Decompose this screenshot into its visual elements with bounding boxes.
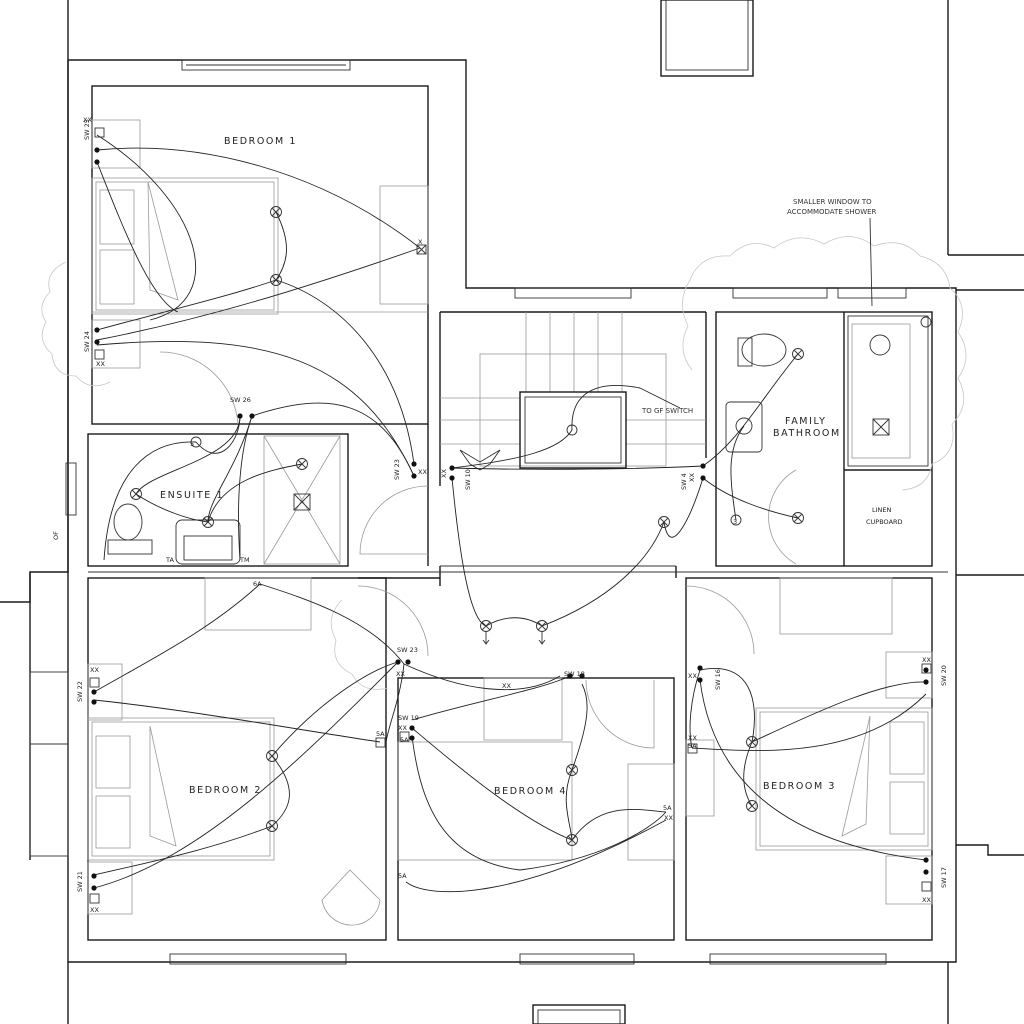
light-fittings xyxy=(130,206,804,846)
sw16-label: SW 16 xyxy=(714,669,722,690)
room-labels: BEDROOM 1 ENSUITE 1 FAMILY BATHROOM LINE… xyxy=(160,136,903,797)
sw19-label: SW 19 xyxy=(398,714,419,722)
revision-clouds xyxy=(41,236,967,690)
window-note-line2: ACCOMMODATE SHOWER xyxy=(787,208,877,216)
tm-label: TM xyxy=(239,556,250,564)
fan-label: 5 xyxy=(190,440,194,448)
sw17-label: SW 17 xyxy=(940,867,948,888)
light-bathroom-a xyxy=(792,348,804,360)
light-bedroom2-a xyxy=(266,750,278,762)
xx-b4a: XX xyxy=(398,724,407,732)
gf-switch-note: TO GF SWITCH xyxy=(641,407,693,415)
light-ensuite-c xyxy=(296,458,308,470)
fan-bathroom xyxy=(730,514,742,526)
sixA-bedroom2: 6A xyxy=(253,580,262,588)
landing-arrows xyxy=(482,632,546,645)
sw22-label: SW 22 xyxy=(76,681,84,702)
bedroom1-label: BEDROOM 1 xyxy=(224,136,297,147)
xx-b3b: XX xyxy=(688,734,697,742)
ext-label: OF xyxy=(52,531,60,540)
fan-bath-label: 3 xyxy=(733,518,737,526)
bedroom3-label: BEDROOM 3 xyxy=(763,781,836,792)
fiveA-b4a: 5A xyxy=(400,736,409,744)
fan-ensuite xyxy=(190,436,202,448)
light-landing-b xyxy=(536,620,548,632)
light-bedroom1-b xyxy=(270,274,282,286)
switch-points xyxy=(91,147,929,891)
linen-label-1: LINEN xyxy=(872,506,892,514)
light-bedroom3-a xyxy=(746,736,758,748)
xx-landing-a: XX xyxy=(418,468,427,476)
sockets xyxy=(89,127,932,904)
sw25-label: SW 25 xyxy=(83,119,91,140)
xx-b3a: XX xyxy=(688,672,697,680)
xx-b3c: XX xyxy=(922,656,931,664)
sw4-label: SW 4 xyxy=(680,473,688,490)
doors xyxy=(159,351,797,926)
light-landing-c xyxy=(658,516,670,528)
sw18-label: SW 18 xyxy=(564,670,585,678)
family-bathroom-label-1: FAMILY xyxy=(785,416,827,427)
bedroom4-label: BEDROOM 4 xyxy=(494,786,567,797)
light-landing-a xyxy=(480,620,492,632)
light-bedroom1-a xyxy=(270,206,282,218)
family-bathroom-label-2: BATHROOM xyxy=(773,428,841,439)
bedroom2-label: BEDROOM 2 xyxy=(189,785,262,796)
xx-b4-door: XX xyxy=(396,670,405,678)
sw20-label: SW 20 xyxy=(940,665,948,686)
annotations: SMALLER WINDOW TO ACCOMMODATE SHOWER TO … xyxy=(641,198,877,415)
xx-b4c: XX xyxy=(664,814,673,822)
window-note-line1: SMALLER WINDOW TO xyxy=(793,198,872,206)
x-b1: X xyxy=(418,238,423,246)
xx-b3d: XX xyxy=(922,896,931,904)
xx-landing-b: XX xyxy=(440,469,448,478)
xx-b1a: XX xyxy=(83,116,92,124)
fiveA-b4c: 5A xyxy=(663,804,672,812)
linen-label-2: CUPBOARD xyxy=(866,518,903,526)
sw21-label: SW 21 xyxy=(76,871,84,892)
light-bathroom-b xyxy=(792,512,804,524)
staircase xyxy=(440,312,706,471)
light-ensuite-b xyxy=(202,516,214,528)
xx-b1b: XX xyxy=(96,360,105,368)
wiring xyxy=(93,134,927,893)
ensuite-label: ENSUITE 1 xyxy=(160,490,224,501)
light-bedroom4-b xyxy=(566,834,578,846)
fiveA-b2: 5A xyxy=(376,730,385,738)
switch-labels: SW 25 XX SW 24 XX X SW 26 SW 23 XX XX SW… xyxy=(52,116,948,914)
xx-b2a: XX xyxy=(90,666,99,674)
ta-label: TA xyxy=(165,556,174,564)
fiveA-b4b: 5A xyxy=(398,872,407,880)
xx-b4b: XX xyxy=(502,682,511,690)
xx-b2b: XX xyxy=(90,906,99,914)
light-bedroom4-a xyxy=(566,764,578,776)
xx-landing-c: XX xyxy=(688,473,696,482)
sw23-label: SW 23 xyxy=(397,646,418,654)
light-bedroom3-b xyxy=(746,800,758,812)
window-note-leader xyxy=(869,217,873,307)
sw23a-label: SW 23 xyxy=(393,459,401,480)
sw24-label: SW 24 xyxy=(83,331,91,352)
light-stair xyxy=(566,424,578,436)
furniture xyxy=(87,119,933,915)
fiveA-b3a: 5A xyxy=(688,742,697,750)
light-ensuite-a xyxy=(130,488,142,500)
sw26-label: SW 26 xyxy=(230,396,251,404)
sw10-label: SW 10 xyxy=(464,469,472,490)
light-bedroom2-b xyxy=(266,820,278,832)
